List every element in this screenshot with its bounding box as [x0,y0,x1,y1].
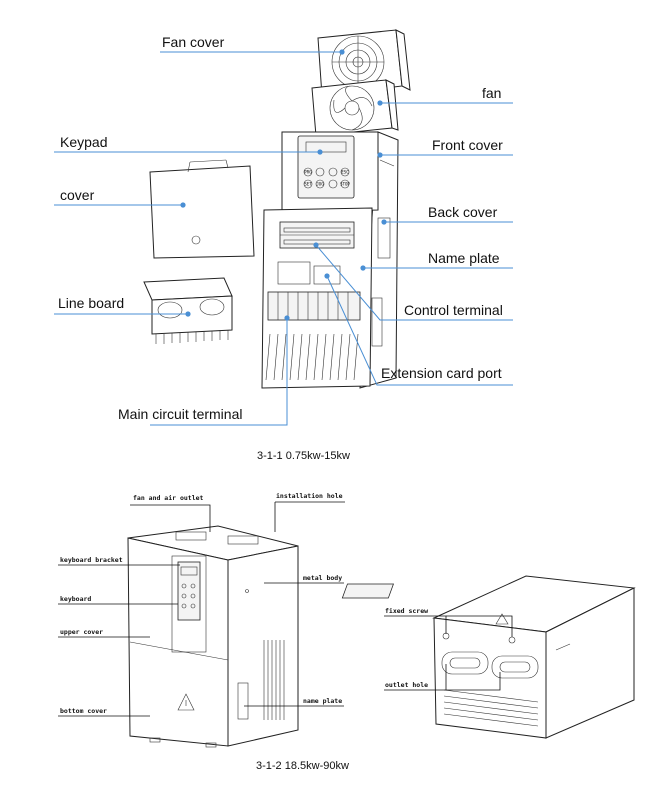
label-control-terminal: Control terminal [404,302,503,318]
key-label-prg: PRG [304,170,312,175]
label-fan-cover: Fan cover [162,34,225,50]
label-extension-card-port: Extension card port [381,365,502,381]
label-name-plate-2: name plate [303,697,342,705]
cover-drawing [149,159,255,259]
label-front-cover: Front cover [432,137,503,153]
label-outlet-hole: outlet hole [385,681,428,689]
label-main-circuit-terminal: Main circuit terminal [118,406,242,422]
label-fixed-screw: fixed screw [385,607,428,615]
label-installation-hole: installation hole [276,492,343,500]
label-keypad: Keypad [60,134,107,150]
line-board-drawing [143,277,233,344]
label-keyboard: keyboard [60,595,91,603]
label-name-plate: Name plate [428,250,500,266]
key-label-jog: JOG [316,182,324,187]
key-label-esc: ESC [341,170,349,175]
label-keyboard-bracket: keyboard bracket [60,556,123,564]
label-line-board: Line board [58,295,124,311]
large-drive-front-drawing [127,525,299,748]
key-label-set: SET [304,182,312,187]
key-label-stop: STOP [340,182,350,187]
label-metal-body: metal body [303,574,342,582]
figure-1-exploded-view: PRG ESC SET JOG STOP [54,29,513,462]
figure-2-assembled-views: fan and air outlet installation hole key… [58,492,636,772]
keypad-key-labels: PRG ESC SET JOG STOP [304,170,350,187]
label-back-cover: Back cover [428,204,498,220]
label-upper-cover: upper cover [60,628,103,636]
label-cover: cover [60,187,95,203]
figure-1-caption: 3-1-1 0.75kw-15kw [257,450,350,462]
label-fan-and-air-outlet: fan and air outlet [133,494,204,502]
label-fan: fan [482,85,501,101]
label-bottom-cover: bottom cover [60,707,107,715]
figure-2-leaders [58,501,513,717]
fan-drawing [311,79,399,137]
fan-cover-drawing [317,29,411,97]
large-drive-rear-drawing [341,575,636,739]
figure-1-leaders [54,49,513,426]
figure-2-caption: 3-1-2 18.5kw-90kw [256,760,349,772]
drive-body-drawing [261,131,399,389]
